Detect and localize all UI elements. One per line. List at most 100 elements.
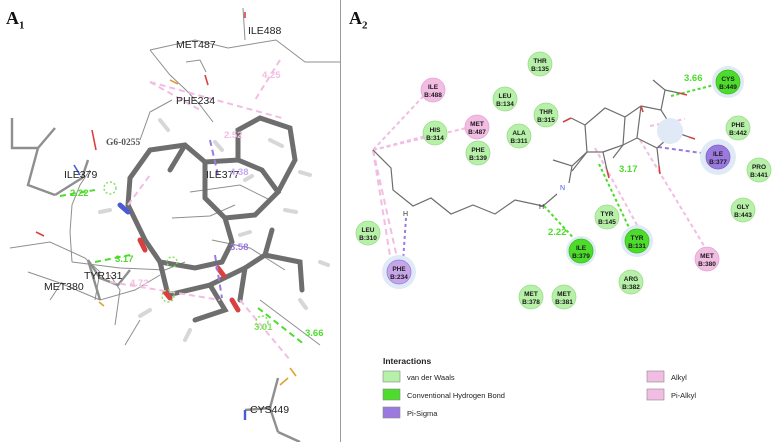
residue-id: B:131 <box>628 243 646 250</box>
residue-id: B:378 <box>522 299 540 306</box>
ligand-oxygen-bonds <box>562 92 696 179</box>
residue-name: TYR <box>601 211 614 218</box>
ligand-structure <box>372 79 690 215</box>
panel-divider <box>340 0 341 442</box>
cys449-residue <box>244 377 301 442</box>
residue-id: B:381 <box>555 299 573 306</box>
residue-met-b487: MET B:487 <box>464 114 490 140</box>
residue-name: ARG <box>624 276 638 283</box>
panel-a1-letter: A1 <box>6 8 25 32</box>
residue-met-b380: MET B:380 <box>694 246 720 272</box>
residue-phe-b442: PHE B:442 <box>725 115 751 141</box>
hydrogen-atom-phe234: H <box>403 211 408 218</box>
residue-id: B:311 <box>510 138 528 145</box>
label-ile488: ILE488 <box>248 25 281 37</box>
residue-arg-b382: ARG B:382 <box>618 269 644 295</box>
dist2d-2-22: 2.22 <box>548 227 567 238</box>
panel-a2-2d-diagram: A2 <box>343 0 784 442</box>
residue-name: HIS <box>430 127 442 134</box>
dist-3-58: 3.58 <box>230 242 249 253</box>
ligand-label: G6-0255 <box>106 138 141 148</box>
residue-thr-b315: THR B:315 <box>533 102 559 128</box>
residue-name: THR <box>533 58 547 65</box>
legend-item-pi-sigma: Pi-Sigma <box>382 406 438 419</box>
residue-id: B:442 <box>729 130 747 137</box>
dist2d-3-17: 3.17 <box>619 164 638 175</box>
legend-item-van-der-waals: van der Waals <box>382 370 455 383</box>
legend-label: Pi-Alkyl <box>671 391 696 400</box>
dist-3-66: 3.66 <box>305 328 324 339</box>
residue-id: B:449 <box>719 84 737 91</box>
residue-name: PRO <box>752 164 766 171</box>
dist-3-17: 3.17 <box>115 254 134 265</box>
label-met380: MET380 <box>44 281 84 293</box>
residue-name: LEU <box>362 227 375 234</box>
residue-id: B:441 <box>750 172 768 179</box>
residue-id: B:443 <box>734 212 752 219</box>
dist-4-38: 4.38 <box>230 167 249 178</box>
residue-name: MET <box>557 291 571 298</box>
dist-4-25: 4.25 <box>262 70 281 81</box>
legend-swatch <box>382 406 401 419</box>
legend-swatch <box>646 388 665 401</box>
label-ile379: ILE379 <box>64 169 97 181</box>
legend-item-pi-alkyl: Pi-Alkyl <box>646 388 696 401</box>
residue-id: B:377 <box>709 159 727 166</box>
label-tyr131: TYR131 <box>84 270 123 282</box>
residue-ile-b377: ILE B:377 <box>705 144 731 170</box>
residue-name: ILE <box>576 245 587 252</box>
residue-pro-b441: PRO B:441 <box>746 157 772 183</box>
residue-phe-b234: PHE B:234 <box>386 259 412 285</box>
ligand-sticks <box>125 115 305 323</box>
residue-name: GLY <box>737 204 750 211</box>
dist-4-72: 4.72 <box>130 278 149 289</box>
residue-tyr-b145: TYR B:145 <box>594 204 620 230</box>
panel-a2-letter: A2 <box>349 8 368 32</box>
residue-name: CYS <box>721 76 735 83</box>
legend-swatch <box>646 370 665 383</box>
legend-item-alkyl: Alkyl <box>646 370 687 383</box>
residue-name: MET <box>470 121 484 128</box>
legend-label: Alkyl <box>671 373 687 382</box>
residue-id: B:379 <box>572 253 590 260</box>
residue-name: LEU <box>499 93 512 100</box>
interactions-legend: Interactions van der Waals Conventional … <box>382 356 696 419</box>
residue-id: B:315 <box>537 117 555 124</box>
dist-2-22: 2.22 <box>70 188 89 199</box>
residue-name: ALA <box>512 130 526 137</box>
residue-met-b381: MET B:381 <box>551 284 577 310</box>
residue-id: B:234 <box>390 274 408 281</box>
residue-ala-b311: ALA B:311 <box>506 123 532 149</box>
residue-name: ILE <box>428 84 439 91</box>
nitrogen-atom: N <box>560 185 565 192</box>
legend-label: Pi-Sigma <box>407 409 438 418</box>
residue-id: B:382 <box>622 284 640 291</box>
residue-name: PHE <box>392 266 406 273</box>
residue-ile-b379: ILE B:379 <box>568 238 594 264</box>
residue-id: B:488 <box>424 92 442 99</box>
label-cys449: CYS449 <box>250 404 289 416</box>
residue-id: B:145 <box>598 219 616 226</box>
ile379-side-chain <box>10 118 90 197</box>
interaction-diagram-2d: N H H 3.66 3.17 2.22 ILE B:488 THR B:135 <box>355 51 772 419</box>
label-met487: MET487 <box>176 39 216 51</box>
legend-item-conventional-hydrogen-bond: Conventional Hydrogen Bond <box>382 388 505 401</box>
pose-3d-figure: MET487 ILE488 PHE234 ILE379 ILE377 TYR13… <box>9 7 340 442</box>
residue-id: B:487 <box>468 129 486 136</box>
dist-3-01: 3.01 <box>254 322 273 333</box>
ligand-hydrogens <box>98 118 330 342</box>
residue-name: TYR <box>631 235 644 242</box>
residue-name: MET <box>700 253 714 260</box>
interaction-lines-3d <box>59 59 306 361</box>
residue-ile-b488: ILE B:488 <box>420 77 446 103</box>
atom-tips <box>35 12 297 386</box>
hydrogen-atom-ile379: H <box>539 204 544 211</box>
residue-tyr-b131: TYR B:131 <box>624 228 650 254</box>
residue-thr-b135: THR B:135 <box>527 51 553 77</box>
residue-name: PHE <box>731 122 745 129</box>
residue-cys-b449: CYS B:449 <box>715 69 741 95</box>
ligand-oxygens <box>137 237 241 313</box>
interaction-lines-2d <box>372 81 727 263</box>
legend-label: Conventional Hydrogen Bond <box>407 391 505 400</box>
residue-id: B:134 <box>496 101 514 108</box>
